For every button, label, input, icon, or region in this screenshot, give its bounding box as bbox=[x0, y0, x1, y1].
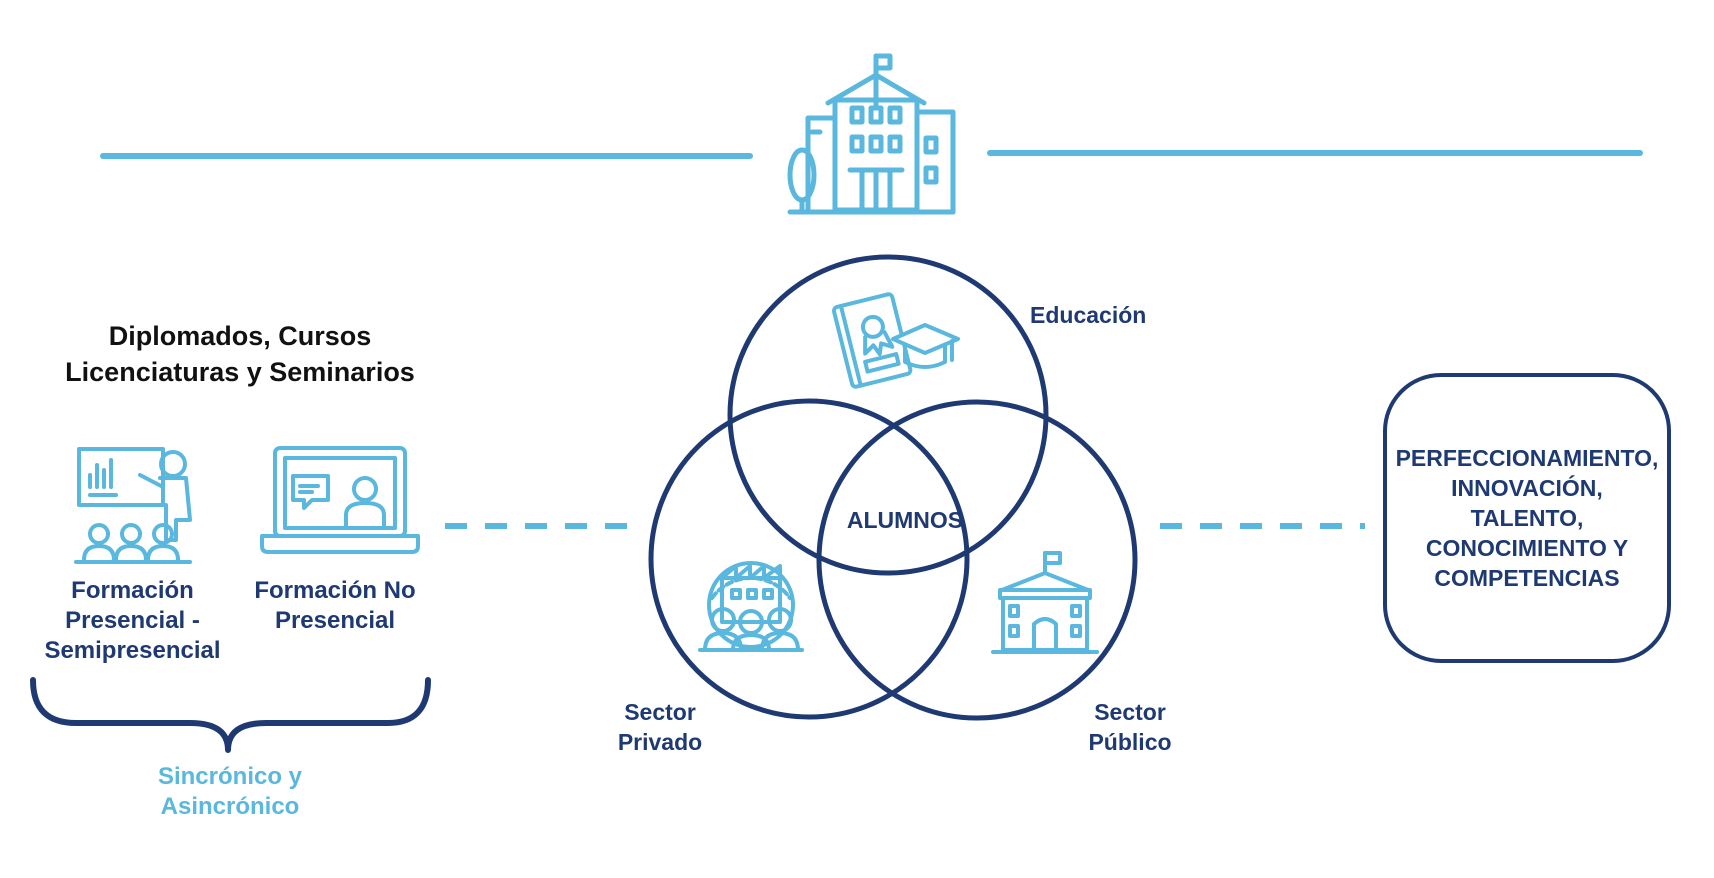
result-line: TALENTO, bbox=[1470, 505, 1584, 531]
public-sector-label: Sector Público bbox=[1060, 697, 1200, 757]
presencial-label-line: Formación bbox=[71, 577, 194, 604]
diploma-graduation-cap-icon bbox=[832, 292, 960, 389]
classroom-teacher-icon bbox=[74, 447, 192, 564]
offer-title-line: Licenciaturas y Seminarios bbox=[65, 357, 415, 387]
alumnos-label: ALUMNOS bbox=[846, 507, 964, 533]
school-building-icon bbox=[787, 53, 956, 215]
offer-title: Diplomados, Cursos Licenciaturas y Semin… bbox=[30, 318, 450, 390]
venn-circle-public bbox=[816, 399, 1138, 721]
offer-title-line: Diplomados, Cursos bbox=[108, 321, 372, 351]
sincronico-label-line: Sincrónico y bbox=[157, 763, 303, 790]
result-line: COMPETENCIAS bbox=[1434, 565, 1620, 591]
venn-circle-education bbox=[727, 254, 1049, 576]
no-presencial-label: Formación No Presencial bbox=[240, 576, 430, 636]
curly-brace bbox=[30, 677, 431, 753]
presencial-label-line: Semipresencial bbox=[44, 637, 221, 664]
sincronico-label: Sincrónico y Asincrónico bbox=[130, 762, 330, 822]
result-line: INNOVACIÓN, bbox=[1451, 475, 1603, 501]
presencial-label-line: Presencial - bbox=[65, 607, 200, 634]
result-line: PERFECCIONAMIENTO, bbox=[1395, 445, 1659, 471]
private-sector-label-line: Privado bbox=[617, 729, 703, 755]
education-label: Educación bbox=[1030, 302, 1147, 328]
no-presencial-label-line: Presencial bbox=[274, 607, 396, 634]
sincronico-label-line: Asincrónico bbox=[160, 793, 300, 820]
public-sector-label-line: Público bbox=[1088, 729, 1172, 755]
venn-circle-private bbox=[648, 398, 970, 720]
result-line: CONOCIMIENTO Y bbox=[1425, 535, 1629, 561]
people-factory-gear-icon bbox=[698, 561, 804, 652]
public-sector-label-line: Sector bbox=[1094, 699, 1166, 725]
government-building-icon bbox=[991, 551, 1099, 654]
presencial-label: Formación Presencial - Semipresencial bbox=[30, 576, 235, 666]
private-sector-label-line: Sector bbox=[624, 699, 696, 725]
laptop-video-call-icon bbox=[260, 446, 420, 554]
private-sector-label: Sector Privado bbox=[590, 697, 730, 757]
no-presencial-label-line: Formación No bbox=[254, 577, 416, 604]
result-box: PERFECCIONAMIENTO, INNOVACIÓN, TALENTO, … bbox=[1383, 373, 1671, 663]
result-text: PERFECCIONAMIENTO, INNOVACIÓN, TALENTO, … bbox=[1387, 443, 1667, 593]
